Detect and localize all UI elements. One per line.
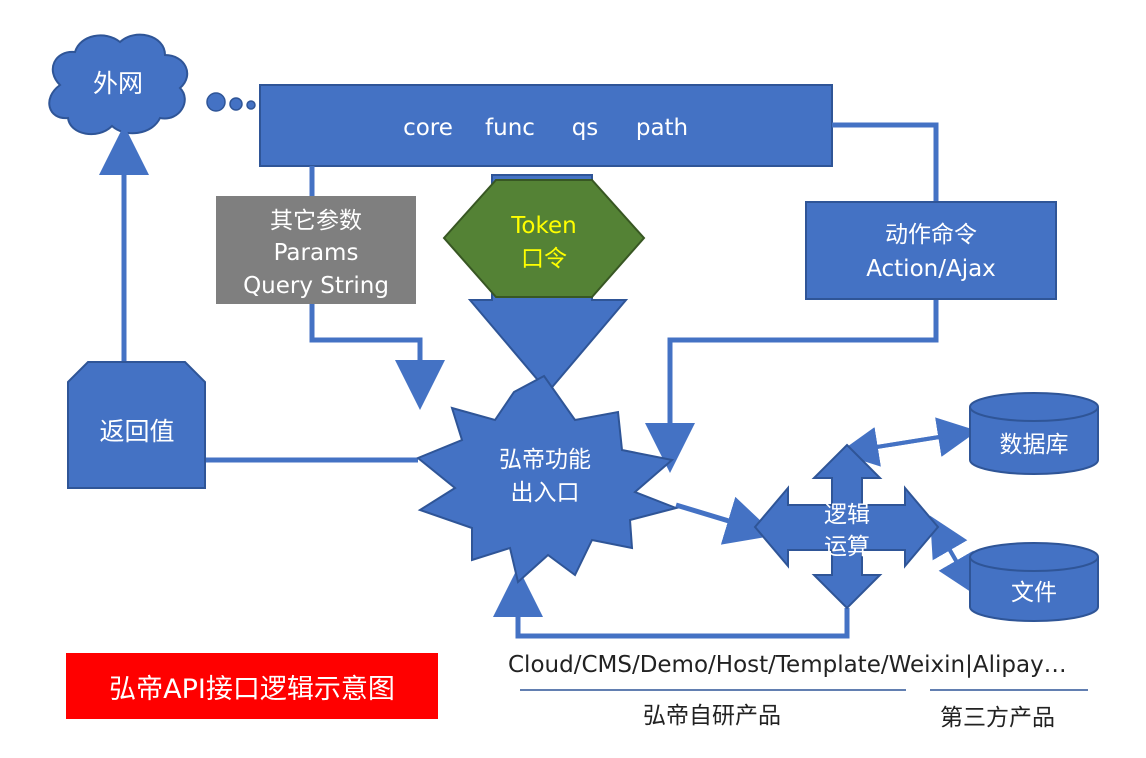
logic-label-2: 运算	[824, 534, 870, 560]
third-party-label: 第三方产品	[940, 705, 1055, 731]
params-label-qs: Query String	[243, 273, 389, 299]
file-cylinder: 文件	[969, 542, 1099, 622]
action-label-cn: 动作命令	[885, 222, 977, 248]
connector-logic-entry	[493, 567, 850, 639]
internet-label: 外网	[93, 69, 143, 98]
diagram-title: 弘帝API接口逻辑示意图	[66, 653, 438, 719]
database-label: 数据库	[1000, 432, 1069, 458]
connector-entry-logic	[675, 496, 776, 545]
token-hexagon: Token 口令	[442, 179, 646, 298]
return-value-label: 返回值	[99, 417, 174, 446]
entry-label-1: 弘帝功能	[499, 447, 591, 473]
logic-quad-arrow: 逻辑 运算	[753, 443, 940, 610]
token-label-en: Token	[510, 213, 576, 239]
connector-router-action	[832, 122, 939, 202]
router-field-func: func	[485, 115, 535, 141]
connectors-storage	[838, 417, 978, 596]
connector-database-logic	[838, 427, 959, 467]
internet-cloud: 外网	[48, 33, 189, 136]
database-cylinder: 数据库	[969, 392, 1099, 475]
params-label-cn: 其它参数	[270, 208, 362, 234]
token-label-cn: 口令	[521, 246, 567, 272]
entry-starburst: 弘帝功能 出入口	[416, 374, 680, 584]
action-label-en: Action/Ajax	[866, 256, 996, 282]
router-bar	[259, 84, 833, 167]
cloud-dot	[206, 92, 226, 112]
connector-action-entry	[645, 300, 939, 473]
return-value-box: 返回值	[67, 361, 206, 489]
router-field-qs: qs	[572, 115, 599, 141]
connector-file-logic	[929, 515, 968, 580]
logic-label-1: 逻辑	[824, 502, 870, 528]
product-list: Cloud/CMS/Demo/Host/Template/Weixin|Alip…	[508, 652, 1067, 678]
connectors	[99, 122, 939, 639]
router-field-core: core	[403, 115, 453, 141]
cloud-dot	[229, 97, 243, 111]
file-label: 文件	[1011, 580, 1057, 606]
action-box: 动作命令 Action/Ajax	[805, 201, 1057, 300]
entry-label-2: 出入口	[511, 480, 580, 506]
params-box: 其它参数 Params Query String	[216, 196, 416, 304]
connector-params-entry	[309, 304, 445, 410]
params-label-en: Params	[274, 240, 359, 266]
router-field-path: path	[636, 115, 688, 141]
own-products-label: 弘帝自研产品	[643, 703, 781, 729]
cloud-dot	[246, 100, 256, 110]
